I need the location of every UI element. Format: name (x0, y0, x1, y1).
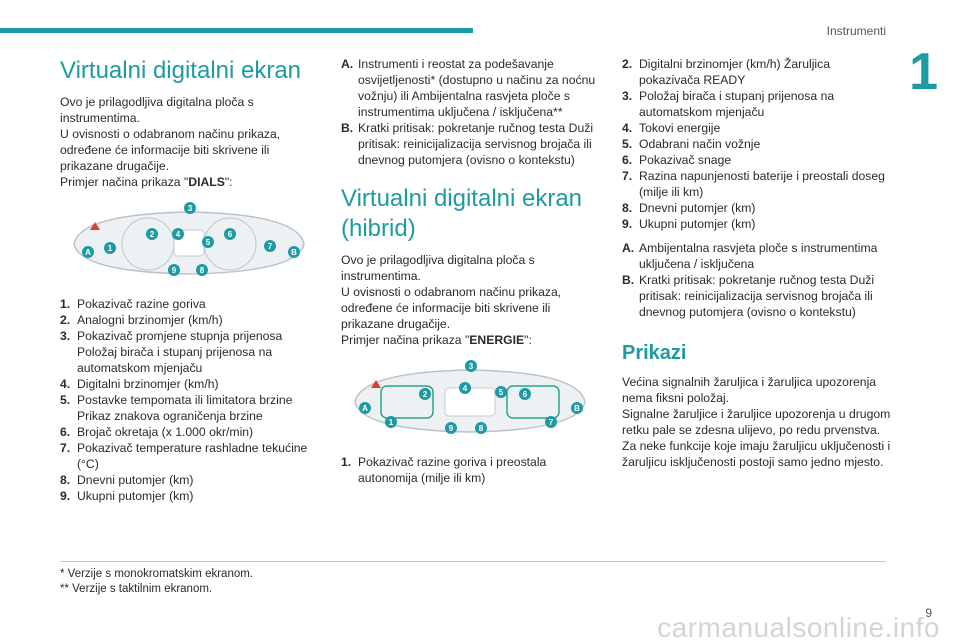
list-item: B.Kratki pritisak: pokretanje ručnog tes… (341, 121, 594, 167)
list-item: 4.Digitalni brzinomjer (km/h) (60, 377, 219, 391)
svg-text:B: B (574, 404, 580, 413)
callout-8: 8 (475, 422, 487, 434)
footnote: ** Verzije s taktilnim ekranom. (60, 583, 213, 595)
watermark: carmanualsonline.info (657, 612, 940, 643)
list-item: 5.Postavke tempomata ili limitatora brzi… (60, 393, 293, 423)
callout-A: A (359, 402, 371, 414)
list-item: 5.Odabrani način vožnje (622, 137, 761, 151)
section-name: Instrumenti (826, 24, 886, 38)
list-item: A.Instrumenti i reostat za podešavanje o… (341, 57, 596, 119)
svg-text:3: 3 (188, 204, 193, 213)
svg-text:9: 9 (449, 424, 454, 433)
intro-text: Ovo je prilagodljiva digitalna ploča s i… (60, 95, 254, 125)
callout-4: 4 (172, 228, 184, 240)
list-item: 3.Pokazivač promjene stupnja prijenosa P… (60, 329, 283, 375)
callout-9: 9 (445, 422, 457, 434)
svg-text:1: 1 (108, 244, 113, 253)
callout-3: 3 (184, 202, 196, 214)
example-caption: Primjer načina prikaza "ENERGIE": (341, 333, 532, 347)
list-item: B.Kratki pritisak: pokretanje ručnog tes… (622, 273, 875, 319)
section-title: Virtualni digitalni ekran (hibrid) (341, 185, 583, 242)
column-1: Virtualni digitalni ekran Ovo je prilago… (60, 56, 315, 504)
list-item: 3.Položaj birača i stupanj prijenosa na … (622, 89, 835, 119)
example-caption: Primjer načina prikaza "DIALS": (60, 175, 233, 189)
list-item: 8.Dnevni putomjer (km) (622, 201, 756, 215)
list-item: 8.Dnevni putomjer (km) (60, 473, 194, 487)
svg-text:A: A (362, 404, 368, 413)
list-item: 1.Pokazivač razine goriva (60, 297, 206, 311)
svg-text:5: 5 (206, 238, 211, 247)
legend-list: 1.Pokazivač razine goriva 2.Analogni brz… (60, 296, 315, 504)
list-item: A.Ambijentalna rasvjeta ploče s instrume… (622, 241, 878, 271)
section-title: Prikazi (622, 342, 687, 364)
section-title: Virtualni digitalni ekran (60, 57, 302, 84)
callout-5: 5 (495, 386, 507, 398)
svg-text:A: A (85, 248, 91, 257)
svg-text:3: 3 (469, 362, 474, 371)
column-2: A.Instrumenti i reostat za podešavanje o… (341, 56, 601, 486)
callout-6: 6 (519, 388, 531, 400)
callout-9: 9 (168, 264, 180, 276)
svg-text:7: 7 (549, 418, 554, 427)
svg-text:6: 6 (228, 230, 233, 239)
footnotes: * Verzije s monokromatskim ekranom. ** V… (60, 561, 886, 597)
intro-text: U ovisnosti o odabranom načinu prikaza, … (60, 127, 281, 173)
callout-7: 7 (264, 240, 276, 252)
chapter-number: 1 (909, 43, 938, 101)
column-3: 2.Digitalni brzinomjer (km/h) Žaruljica … (622, 56, 892, 470)
callout-1: 1 (385, 416, 397, 428)
callout-2: 2 (146, 228, 158, 240)
svg-text:5: 5 (499, 388, 504, 397)
list-item: 2.Analogni brzinomjer (km/h) (60, 313, 223, 327)
list-item: 4.Tokovi energije (622, 121, 721, 135)
letter-list: A.Ambijentalna rasvjeta ploče s instrume… (622, 240, 892, 320)
callout-B: B (288, 246, 300, 258)
list-item: 9.Ukupni putomjer (km) (60, 489, 194, 503)
callout-labels: A 1 2 3 4 5 6 7 B 9 8 (359, 360, 583, 434)
paragraph: Većina signalnih žaruljica i žaruljica u… (622, 375, 877, 405)
callout-2: 2 (419, 388, 431, 400)
page-number: 9 (925, 606, 932, 620)
callout-1: 1 (104, 242, 116, 254)
svg-text:6: 6 (523, 390, 528, 399)
callout-7: 7 (545, 416, 557, 428)
callout-B: B (571, 402, 583, 414)
list-item: 9.Ukupni putomjer (km) (622, 217, 756, 231)
list-item: 1.Pokazivač razine goriva i preostala au… (341, 455, 547, 485)
list-item: 2.Digitalni brzinomjer (km/h) Žaruljica … (622, 57, 830, 87)
intro-text: U ovisnosti o odabranom načinu prikaza, … (341, 285, 562, 331)
svg-text:9: 9 (172, 266, 177, 275)
svg-text:4: 4 (176, 230, 181, 239)
header-accent-bar (0, 28, 473, 33)
dials-cluster-figure: A 1 2 3 4 5 6 7 B 9 8 (73, 202, 305, 276)
paragraph: Za neke funkcije koje imaju žaruljicu uk… (622, 439, 891, 469)
svg-text:8: 8 (200, 266, 205, 275)
legend-list: 1.Pokazivač razine goriva i preostala au… (341, 454, 601, 486)
callout-A: A (82, 246, 94, 258)
legend-list: 2.Digitalni brzinomjer (km/h) Žaruljica … (622, 56, 892, 232)
callout-labels: A 1 2 3 4 5 6 7 B 9 8 (82, 202, 300, 276)
list-item: 7.Pokazivač temperature rashladne tekući… (60, 441, 308, 471)
callout-6: 6 (224, 228, 236, 240)
callout-8: 8 (196, 264, 208, 276)
callout-5: 5 (202, 236, 214, 248)
footnote: * Verzije s monokromatskim ekranom. (60, 568, 254, 580)
letter-list: A.Instrumenti i reostat za podešavanje o… (341, 56, 601, 168)
svg-text:7: 7 (268, 242, 273, 251)
paragraph: Signalne žaruljice i žaruljice upozorenj… (622, 407, 891, 437)
hybrid-cluster-figure: A 1 2 3 4 5 6 7 B 9 8 (354, 360, 586, 434)
intro-text: Ovo je prilagodljiva digitalna ploča s i… (341, 253, 535, 283)
list-item: 6.Pokazivač snage (622, 153, 732, 167)
svg-text:1: 1 (389, 418, 394, 427)
list-item: 7.Razina napunjenosti baterije i preosta… (622, 169, 885, 199)
svg-text:2: 2 (423, 390, 428, 399)
svg-text:8: 8 (479, 424, 484, 433)
svg-text:4: 4 (463, 384, 468, 393)
svg-text:B: B (291, 248, 297, 257)
svg-text:2: 2 (150, 230, 155, 239)
list-item: 6.Brojač okretaja (x 1.000 okr/min) (60, 425, 254, 439)
callout-4: 4 (459, 382, 471, 394)
callout-3: 3 (465, 360, 477, 372)
